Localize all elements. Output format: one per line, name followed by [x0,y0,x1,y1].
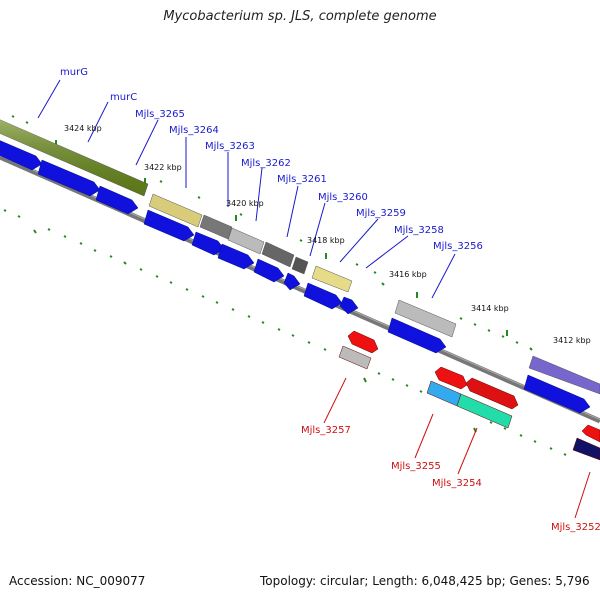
gene-label-3265[interactable]: Mjls_3265 [135,109,185,120]
gene-label-3259[interactable]: Mjls_3259 [356,208,406,219]
gene-label-3252[interactable]: Mjls_3252 [551,522,600,533]
gene-label-murC[interactable]: murC [110,92,137,103]
major-ticks [55,140,508,336]
gene-arrow-3261[interactable] [283,272,301,291]
gene-block-3260[interactable] [311,265,353,293]
gene-arrow-3259[interactable] [339,296,359,315]
gene-block-3261[interactable] [291,256,309,275]
upper-tick-row [11,115,533,351]
scale-label: 3424 kbp [64,124,102,133]
accession-text: Accession: NC_009077 [9,574,146,588]
feature-track-reverse [338,330,600,461]
gene-block-3256[interactable] [528,355,600,395]
genome-backbone [0,154,600,424]
scale-label: 3418 kbp [307,236,345,245]
reverse-gene-labels: Mjls_3257 Mjls_3255 Mjls_3254 Mjls_3252 [301,425,600,533]
scale-label: 3422 kbp [144,163,182,172]
label-leader-lines [37,79,591,519]
gene-block-3254[interactable] [456,393,513,429]
gene-arrow-3256[interactable] [523,374,591,414]
gene-label-3254[interactable]: Mjls_3254 [432,478,482,489]
gene-label-3257[interactable]: Mjls_3257 [301,425,351,436]
gene-arrow-3264[interactable] [191,231,225,256]
gene-label-3263[interactable]: Mjls_3263 [205,141,255,152]
feature-track-forward [0,138,591,414]
gene-block-3262[interactable] [261,241,295,268]
gene-block-3252[interactable] [572,437,600,461]
gene-label-3262[interactable]: Mjls_3262 [241,158,291,169]
gene-label-3256[interactable]: Mjls_3256 [433,241,483,252]
lower-tick-row [3,209,567,456]
gene-arrow-3262[interactable] [253,258,285,283]
gene-label-3264[interactable]: Mjls_3264 [169,125,219,136]
gene-block-3263[interactable] [227,227,265,255]
gene-label-3260[interactable]: Mjls_3260 [318,192,368,203]
scale-label: 3420 kbp [226,199,264,208]
gene-arrow-3265a[interactable] [95,185,139,215]
scale-label: 3414 kbp [471,304,509,313]
gene-label-3255[interactable]: Mjls_3255 [391,461,441,472]
gene-arrow-3255[interactable] [434,366,468,390]
gene-block-3265[interactable] [148,193,203,228]
scale-labels: 3424 kbp 3422 kbp 3420 kbp 3418 kbp 3416… [64,124,591,345]
gene-block-3264[interactable] [199,214,233,240]
forward-gene-labels: murG murC Mjls_3265 Mjls_3264 Mjls_3263 … [60,67,483,252]
gene-arrow-murG[interactable] [0,138,43,171]
gene-arrow-3260[interactable] [303,282,343,310]
gene-arrow-murC[interactable] [37,159,101,197]
gene-label-murG[interactable]: murG [60,67,88,78]
gene-arrow-3265[interactable] [143,209,195,242]
gene-block-3258[interactable] [394,299,457,338]
map-title: Mycobacterium sp. JLS, complete genome [163,9,437,24]
genome-summary-text: Topology: circular; Length: 6,048,425 bp… [260,574,590,588]
gene-arrow-3263[interactable] [217,243,255,270]
gene-arrow-3253[interactable] [581,424,600,443]
gene-block-3257[interactable] [338,345,372,370]
gene-arrow-3254[interactable] [465,377,519,410]
gene-arrow-3257[interactable] [347,330,379,354]
scale-label: 3416 kbp [389,270,427,279]
gene-label-3258[interactable]: Mjls_3258 [394,225,444,236]
scale-label: 3412 kbp [553,336,591,345]
gene-arrow-3258[interactable] [387,317,447,354]
gene-label-3261[interactable]: Mjls_3261 [277,174,327,185]
feature-track-upper [0,119,600,395]
